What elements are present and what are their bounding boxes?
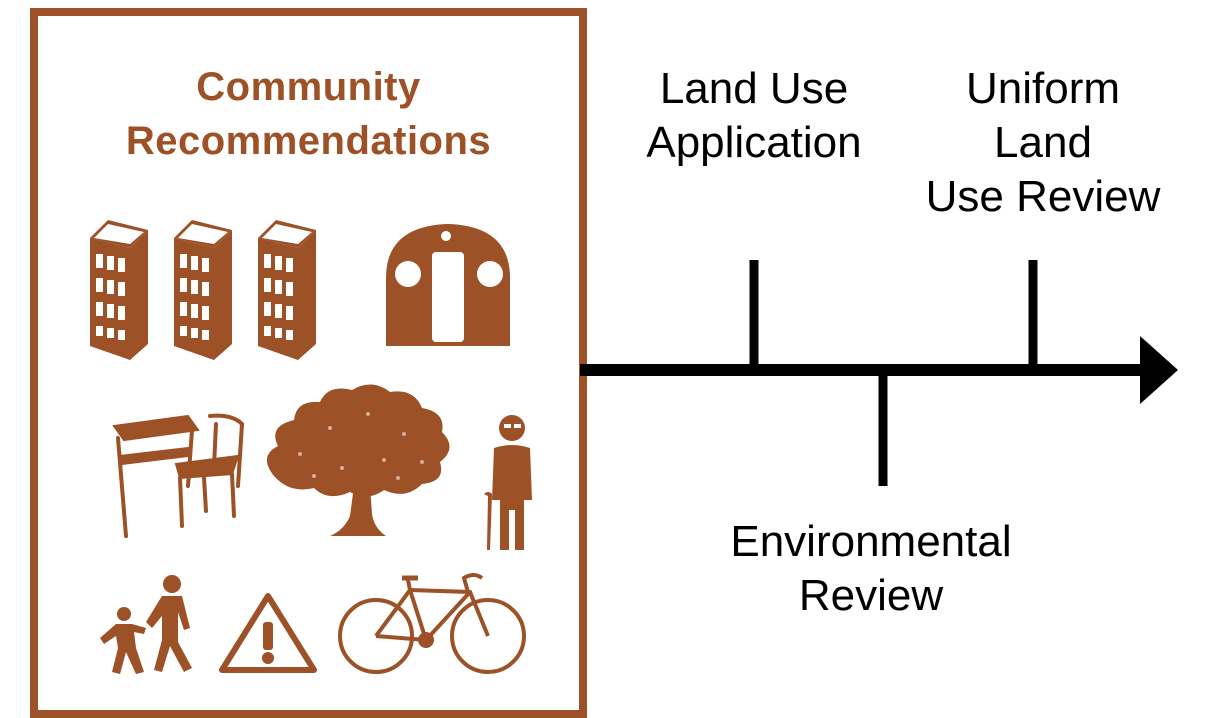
label-uniform-land-use-review: Uniform Land Use Review — [893, 62, 1193, 224]
buildings-icon — [90, 220, 316, 360]
subway-train-icon — [386, 224, 510, 346]
community-recommendations-panel: Community Recommendations — [30, 8, 587, 718]
tree-icon — [266, 384, 450, 536]
warning-sign-icon — [219, 593, 317, 673]
bicycle-icon — [338, 573, 526, 674]
panel-title-line-2: Recommendations — [125, 119, 492, 163]
icon-grid — [90, 220, 532, 674]
label-line: Uniform — [965, 64, 1121, 113]
label-line: Land — [994, 118, 1092, 167]
school-desk-icon — [112, 413, 245, 538]
panel-title: Community Recommendations — [38, 60, 579, 168]
label-line: Environmental — [730, 517, 1012, 566]
label-land-use-application: Land Use Application — [614, 62, 894, 170]
label-line: Review — [798, 571, 944, 620]
label-line: Application — [646, 118, 862, 167]
elderly-person-icon — [484, 415, 532, 550]
label-environmental-review: Environmental Review — [701, 515, 1041, 623]
label-line: Land Use — [659, 64, 849, 113]
pedestrians-icon — [100, 575, 192, 674]
timeline-arrowhead — [1140, 336, 1178, 404]
panel-title-line-1: Community — [196, 65, 421, 109]
label-line: Use Review — [925, 172, 1161, 221]
